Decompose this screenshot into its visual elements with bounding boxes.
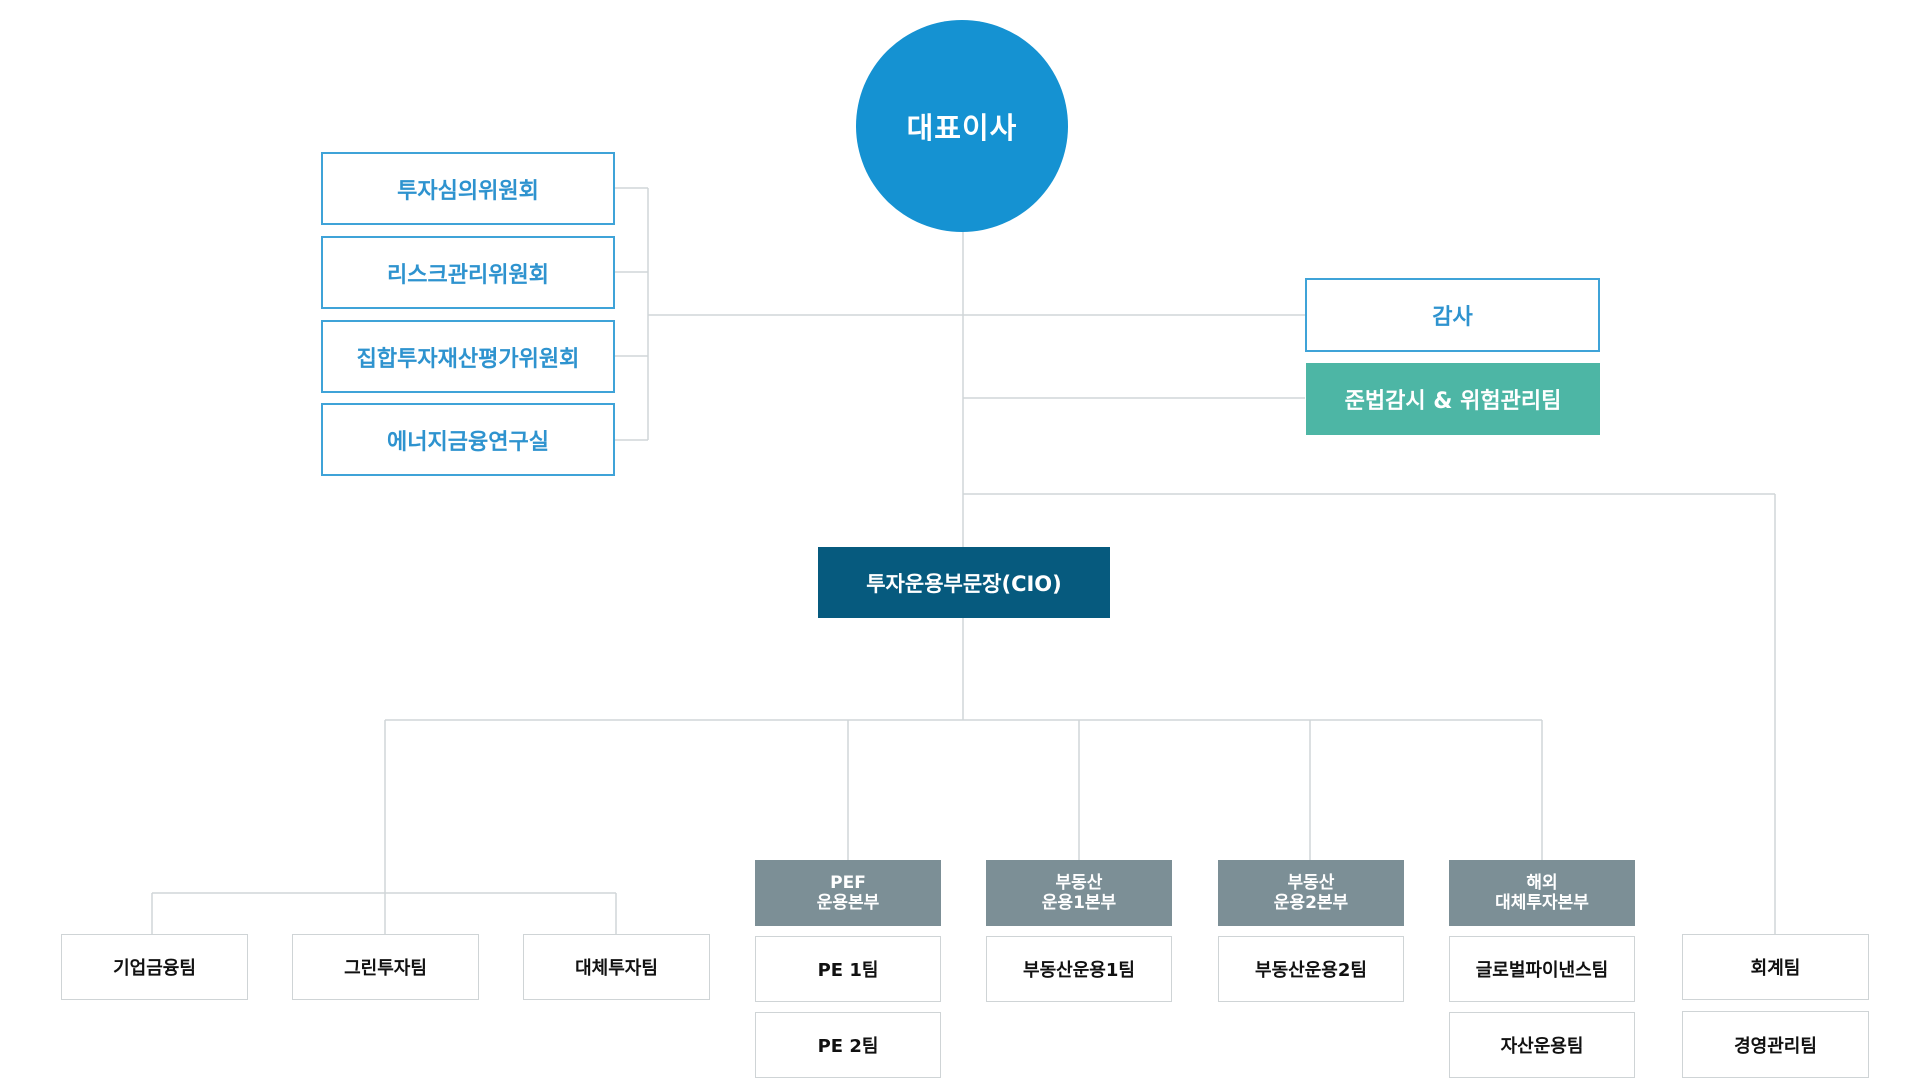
division-overseas-alternative: 해외 대체투자본부 <box>1449 860 1635 926</box>
team-pe-1: PE 1팀 <box>755 936 941 1002</box>
team-real-estate-2: 부동산운용2팀 <box>1218 936 1404 1002</box>
team-accounting: 회계팀 <box>1682 934 1869 1000</box>
team-real-estate-1: 부동산운용1팀 <box>986 936 1172 1002</box>
division-real-estate-2: 부동산 운용2본부 <box>1218 860 1404 926</box>
committee-investment-review: 투자심의위원회 <box>321 152 615 225</box>
cio-node: 투자운용부문장(CIO) <box>818 547 1110 618</box>
team-corporate-finance: 기업금융팀 <box>61 934 248 1000</box>
compliance-risk-team: 준법감시 & 위험관리팀 <box>1306 363 1600 435</box>
ceo-node: 대표이사 <box>856 20 1068 232</box>
division-real-estate-1: 부동산 운용1본부 <box>986 860 1172 926</box>
team-alternative-investment: 대체투자팀 <box>523 934 710 1000</box>
team-asset-management: 자산운용팀 <box>1449 1012 1635 1078</box>
team-green-investment: 그린투자팀 <box>292 934 479 1000</box>
division-pef: PEF 운용본부 <box>755 860 941 926</box>
committee-collective-asset-valuation: 집합투자재산평가위원회 <box>321 320 615 393</box>
team-pe-2: PE 2팀 <box>755 1012 941 1078</box>
audit-node: 감사 <box>1305 278 1600 352</box>
team-global-finance: 글로벌파이낸스팀 <box>1449 936 1635 1002</box>
team-business-management: 경영관리팀 <box>1682 1011 1869 1078</box>
energy-finance-research-lab: 에너지금융연구실 <box>321 403 615 476</box>
committee-risk-management: 리스크관리위원회 <box>321 236 615 309</box>
